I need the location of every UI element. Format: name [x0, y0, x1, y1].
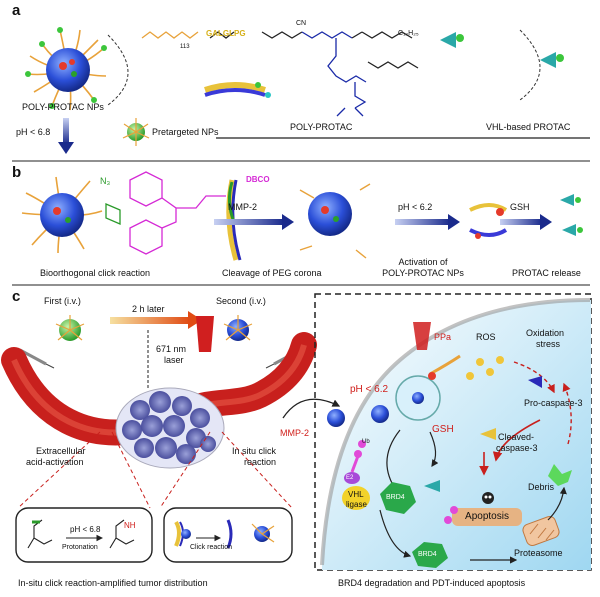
- caption-cleavage: Cleavage of PEG corona: [222, 268, 322, 278]
- proteasome-icon: [522, 516, 560, 546]
- label-oxidation-2: stress: [536, 339, 561, 349]
- label-pro-caspase: Pro-caspase-3: [524, 398, 583, 408]
- caption-left: In-situ click reaction-amplified tumor d…: [18, 578, 208, 588]
- caption-activation-2: POLY-PROTAC NPs: [382, 268, 464, 278]
- laser-beam: [196, 316, 214, 352]
- label-apoptosis: Apoptosis: [465, 511, 509, 522]
- label-oxidation-1: Oxidation: [526, 328, 565, 338]
- dbco-structure: [105, 171, 226, 255]
- mmp2-arrow: [214, 219, 284, 225]
- label-peptide: GALGLPG: [206, 29, 246, 38]
- label-repeat-113: 113: [180, 44, 190, 50]
- label-vhl-2: ligase: [346, 500, 367, 509]
- label-gsh-cell: GSH: [432, 424, 454, 435]
- label-poly-protac-nps: POLY-PROTAC NPs: [22, 102, 104, 112]
- label-ros: ROS: [476, 332, 496, 342]
- brd4-ubiquitinated: [412, 506, 458, 568]
- released-protac: [560, 194, 583, 236]
- label-mmp2-c: MMP-2: [280, 428, 309, 438]
- ph-down-arrow: [63, 118, 69, 144]
- caption-click: Bioorthogonal click reaction: [40, 268, 151, 278]
- click-reaction-box: [163, 507, 293, 563]
- caption-right: BRD4 degradation and PDT-induced apoptos…: [338, 578, 526, 588]
- label-cleaved-2: caspase-3: [496, 443, 538, 453]
- label-ph-68-a: pH < 6.8: [16, 127, 51, 137]
- ph62-arrow: [395, 219, 450, 225]
- label-2h-later: 2 h later: [132, 304, 165, 314]
- vhl-ligase-complex: [342, 440, 370, 510]
- tumor-mass: [115, 387, 225, 469]
- poly-protac-structure: [141, 31, 419, 117]
- panel-label-b: b: [12, 164, 22, 181]
- panel-label-a: a: [12, 2, 21, 19]
- label-e2: E2: [346, 475, 354, 481]
- label-ub: Ub: [362, 439, 370, 445]
- label-first-iv: First (i.v.): [44, 296, 81, 306]
- label-poly-protac: POLY-PROTAC: [290, 122, 353, 132]
- label-ph-68-c: pH < 6.8: [70, 525, 101, 534]
- label-brd4: BRD4: [386, 494, 405, 501]
- label-vhl-1: VHL: [348, 490, 364, 499]
- label-mmp2-b: MMP-2: [228, 202, 257, 212]
- two-hour-arrow: [110, 317, 190, 324]
- caption-activation-1: Activation of: [398, 257, 448, 267]
- label-laser-1: 671 nm: [156, 344, 187, 354]
- caption-release: PROTAC release: [512, 268, 581, 278]
- label-ppa: PPa: [434, 332, 452, 342]
- activated-chains: [469, 203, 508, 239]
- second-injection-np: [223, 315, 253, 341]
- skull-icon: [482, 492, 494, 504]
- panel-label-c: c: [12, 288, 21, 305]
- label-ph-62-cell: pH < 6.2: [350, 384, 389, 395]
- label-laser-2: laser: [164, 355, 184, 365]
- label-brd4-ub: BRD4: [418, 551, 437, 558]
- label-dodecyl: C₁₂H₂₅: [398, 30, 419, 37]
- label-insitu-1: In situ click: [232, 446, 277, 456]
- debris-icon: [548, 464, 572, 486]
- gsh-arrow: [500, 219, 542, 225]
- label-protonation: Protonation: [62, 544, 98, 551]
- label-vhl-protac: VHL-based PROTAC: [486, 122, 571, 132]
- cleaved-np: [299, 183, 371, 259]
- label-cleaved-1: Cleaved-: [498, 432, 535, 442]
- poly-protac-ribbon: [204, 82, 271, 98]
- protonation-box: [15, 507, 153, 563]
- label-gsh-b: GSH: [510, 202, 530, 212]
- first-injection-np: [55, 315, 85, 341]
- apoptosis-badge: [452, 508, 522, 526]
- label-dbco: DBCO: [246, 175, 270, 184]
- label-click-reaction: Click reaction: [190, 544, 233, 551]
- label-extracellular-1: Extracellular: [36, 446, 86, 456]
- label-insitu-2: reaction: [244, 457, 277, 467]
- label-extracellular-2: acid-activation: [26, 457, 84, 467]
- panel-a-nanoparticle: [25, 27, 107, 111]
- vhl-protac-icon: [440, 32, 564, 68]
- brd4-protein: [380, 480, 440, 514]
- label-proteasome: Proteasome: [514, 548, 563, 558]
- label-ph-62-b: pH < 6.2: [398, 202, 433, 212]
- pretargeted-np: [122, 118, 150, 146]
- label-debris: Debris: [528, 482, 555, 492]
- label-azide: N₃: [100, 176, 111, 186]
- label-cn: CN: [296, 20, 307, 27]
- panel-b-nanoparticle: [21, 176, 103, 254]
- ros-particles: [466, 356, 504, 380]
- label-nh: NH: [124, 521, 136, 530]
- label-pretargeted-nps: Pretargeted NPs: [152, 127, 219, 137]
- label-second-iv: Second (i.v.): [216, 296, 266, 306]
